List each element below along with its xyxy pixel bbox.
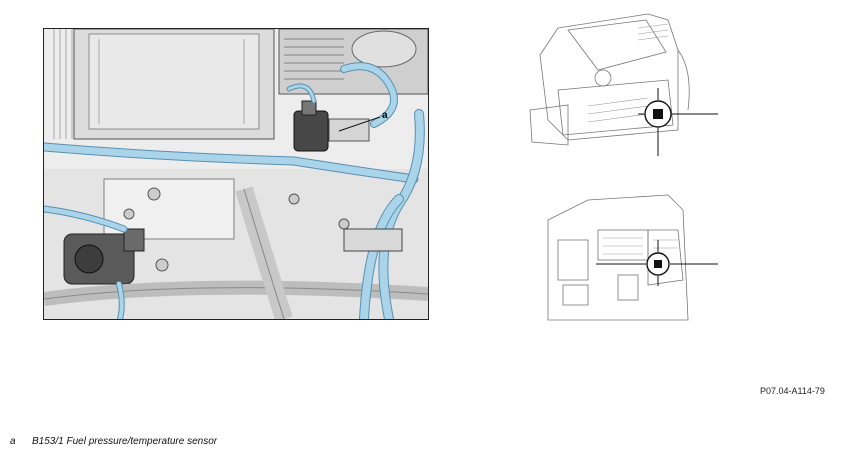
locator-side-drawing xyxy=(547,194,718,321)
callout-leader-line xyxy=(338,116,381,132)
legend-key: a xyxy=(10,436,16,447)
engine-detail-illustration: a xyxy=(43,28,429,320)
figure-code: P07.04-A114-79 xyxy=(760,386,825,396)
engine-detail-drawing: a xyxy=(44,29,428,319)
locator-top-view xyxy=(528,10,723,160)
locator-top-drawing xyxy=(529,13,718,156)
callout-label-a: a xyxy=(382,110,388,121)
legend-text: B153/1 Fuel pressure/temperature sensor xyxy=(32,436,218,447)
locator-side-view xyxy=(528,190,723,325)
legend: a B153/1 Fuel pressure/temperature sensor xyxy=(10,436,217,447)
